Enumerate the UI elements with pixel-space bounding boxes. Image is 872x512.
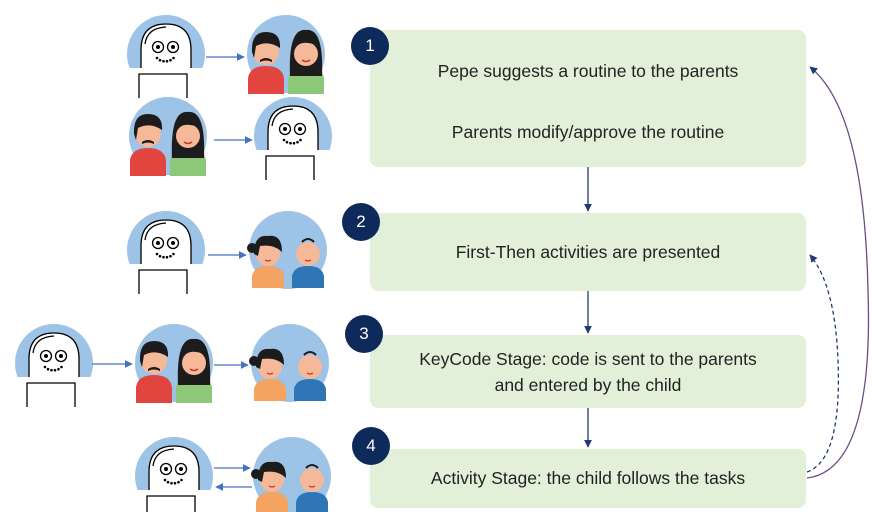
- step-3-line-1: KeyCode Stage: code is sent to the paren…: [419, 349, 757, 369]
- step-3-box: KeyCode Stage: code is sent to the paren…: [370, 335, 806, 408]
- step-2-badge: 2: [342, 203, 380, 241]
- step-4-badge: 4: [352, 427, 390, 465]
- step-1-badge: 1: [351, 27, 389, 65]
- step-2-box: First-Then activities are presented: [370, 213, 806, 291]
- step-1-line-2: Parents modify/approve the routine: [451, 122, 725, 142]
- step-1-box: Pepe suggests a routine to the parents P…: [370, 30, 806, 167]
- step-3-badge: 3: [345, 315, 383, 353]
- step-3-line-2: and entered by the child: [494, 375, 682, 395]
- loop-arrow-4-to-2-dashed: [806, 254, 840, 473]
- step-4-box: Activity Stage: the child follows the ta…: [370, 449, 806, 508]
- step-1-line-1: Pepe suggests a routine to the parents: [437, 61, 739, 81]
- step-4-text: Activity Stage: the child follows the ta…: [430, 468, 746, 489]
- step-2-text: First-Then activities are presented: [455, 241, 721, 262]
- loop-arrow-4-to-1: [806, 66, 870, 479]
